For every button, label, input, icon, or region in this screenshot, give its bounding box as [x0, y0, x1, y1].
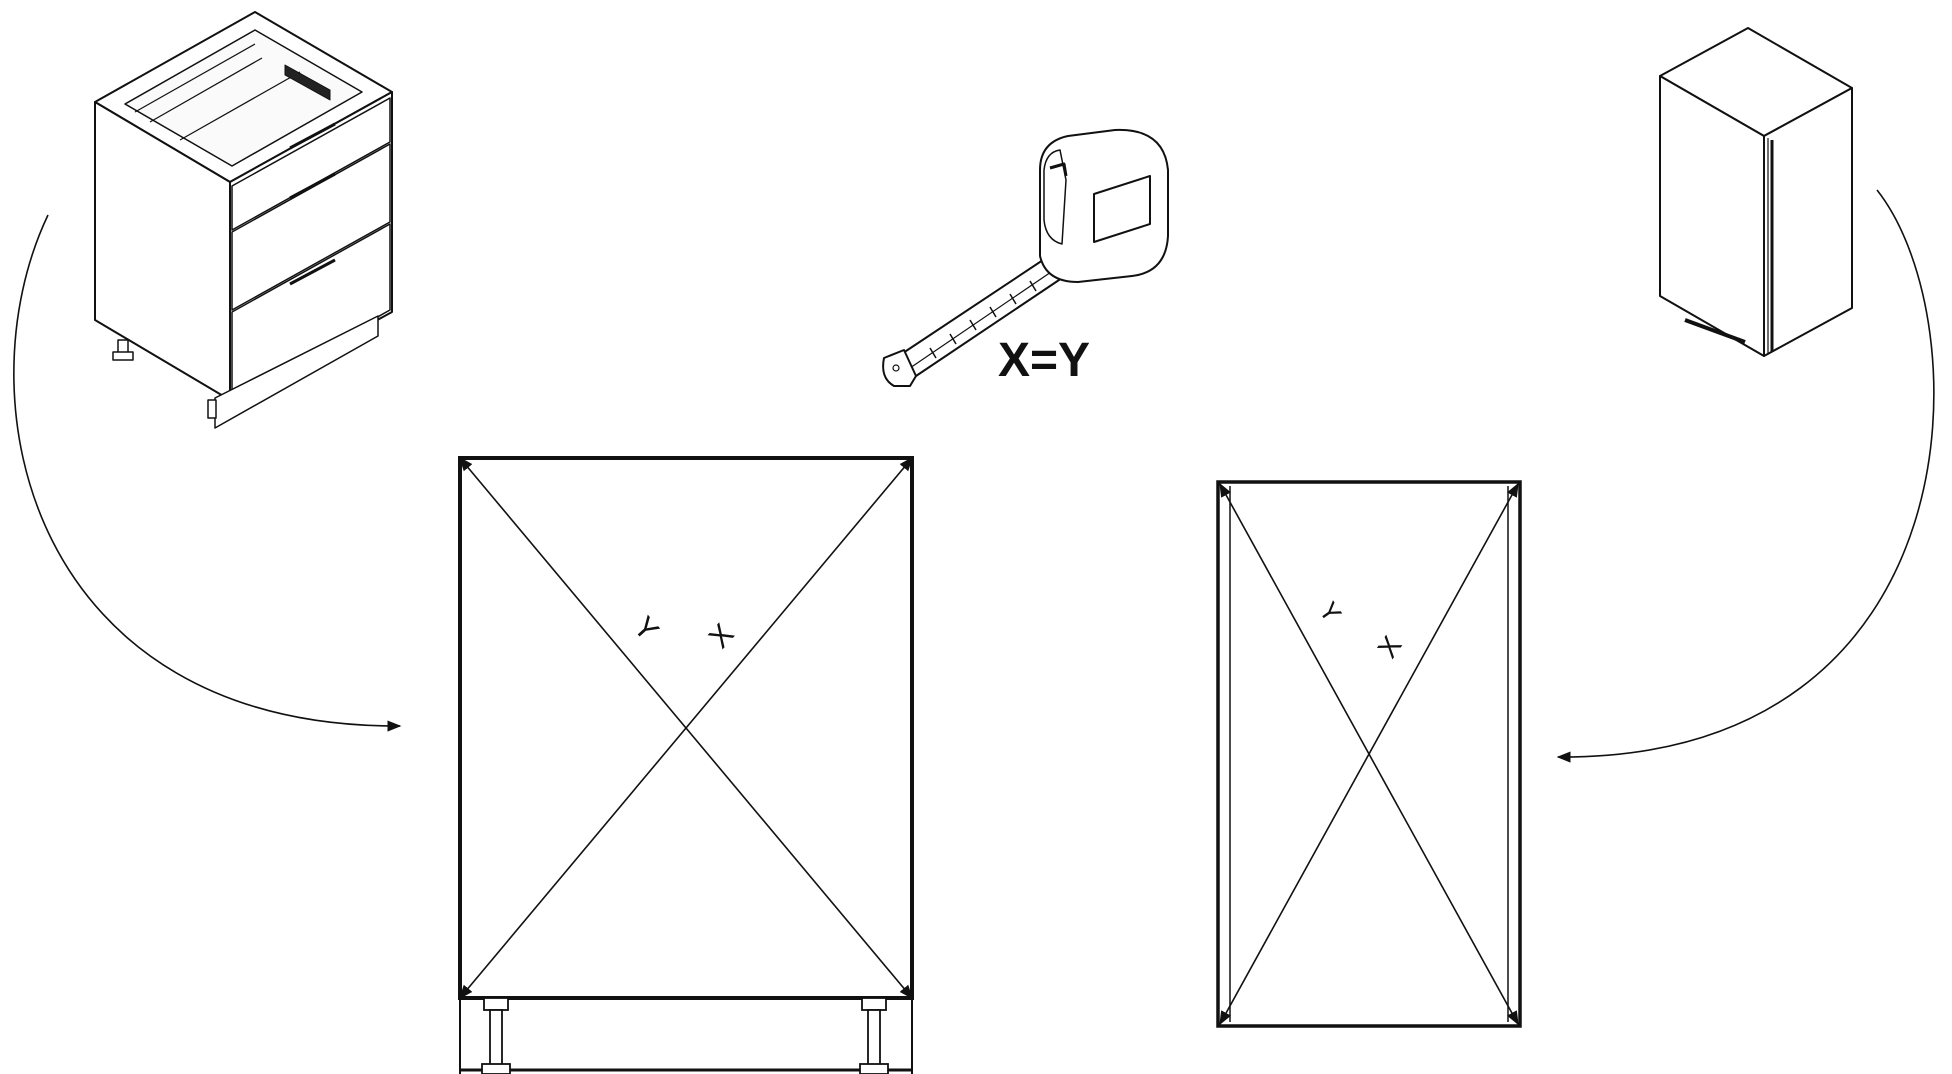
left-label-x: X — [703, 618, 741, 655]
left-cabinet-front-view — [458, 456, 914, 1074]
wall-cabinet-icon — [1659, 27, 1853, 357]
right-curved-arrow — [1556, 189, 1935, 763]
measuring-tape-icon — [882, 128, 1169, 387]
right-diagonal-x — [1219, 482, 1519, 1026]
left-label-y: Y — [627, 611, 665, 648]
left-diagonal-x — [459, 456, 913, 1000]
equation-label: X=Y — [998, 334, 1090, 387]
right-cabinet-front-view — [1216, 480, 1522, 1028]
left-curved-arrow — [13, 214, 402, 732]
right-label-x: X — [1372, 630, 1408, 663]
drawer-base-cabinet-icon — [94, 11, 393, 429]
right-label-y: Y — [1313, 596, 1348, 627]
